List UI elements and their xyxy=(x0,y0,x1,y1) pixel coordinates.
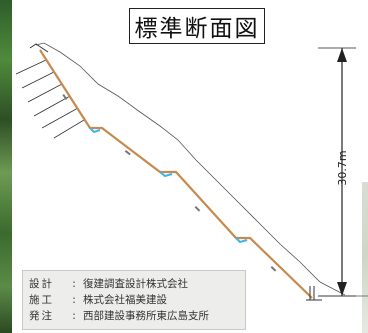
project-info-box: 設計 : 復建調査設計株式会社 施工 : 株式会社福美建設 発注 : 西部建設事… xyxy=(22,270,246,330)
toe-structure xyxy=(306,286,322,301)
info-row-client: 発注 : 西部建設事務所東広島支所 xyxy=(29,308,245,324)
dimension-arrow-top xyxy=(337,48,347,62)
dimension-arrow-bottom xyxy=(337,282,347,296)
info-row-design: 設計 : 復建調査設計株式会社 xyxy=(29,276,245,292)
anchor-bolts xyxy=(15,59,85,139)
drawing-title: 標準断面図 xyxy=(129,8,265,44)
height-dimension xyxy=(318,47,356,297)
berm-drains xyxy=(89,127,248,244)
info-value: 株式会社福美建設 xyxy=(83,294,167,306)
info-row-construction: 施工 : 株式会社福美建設 xyxy=(29,292,245,308)
info-colon: : xyxy=(72,310,76,322)
photo-strip-left xyxy=(0,0,12,333)
info-label: 発注 xyxy=(29,310,54,322)
info-value: 復建調査設計株式会社 xyxy=(83,278,188,290)
original-ground-line xyxy=(35,42,346,296)
info-value: 西部建設事務所東広島支所 xyxy=(83,310,209,322)
info-colon: : xyxy=(72,278,76,290)
crown-detail xyxy=(29,43,49,53)
info-colon: : xyxy=(72,294,76,306)
info-label: 施工 xyxy=(29,294,54,306)
photo-strip-right xyxy=(362,182,368,333)
info-label: 設計 xyxy=(29,278,54,290)
designed-slope-line xyxy=(39,49,313,299)
height-label: 30.7m xyxy=(336,150,349,185)
slope-markers xyxy=(62,93,277,272)
